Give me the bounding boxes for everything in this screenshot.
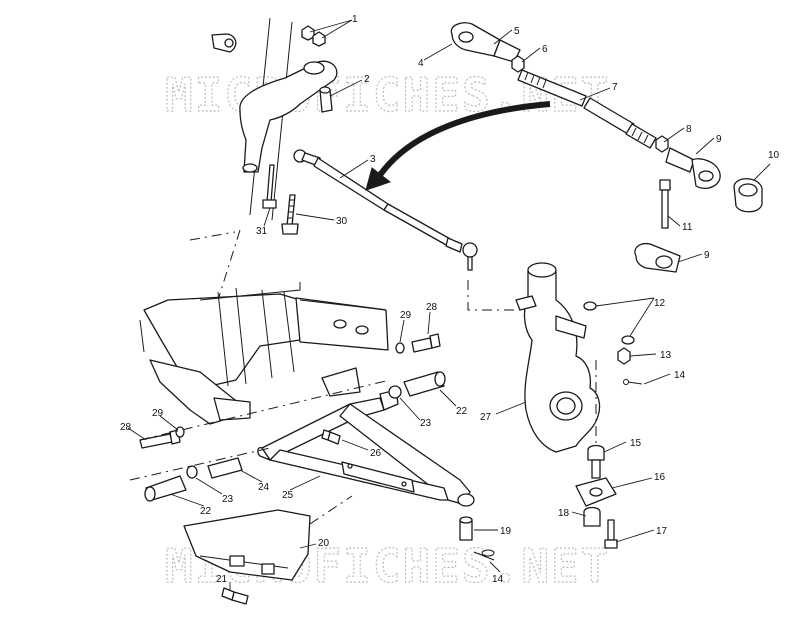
callout-5: 5 (514, 26, 520, 37)
callout-10: 10 (768, 150, 780, 161)
callout-16: 16 (654, 472, 666, 483)
callout-12: 12 (654, 298, 666, 309)
skid-plate-20 (183, 509, 311, 605)
assembly-direction-arrow (365, 101, 551, 191)
callout-20: 20 (318, 538, 330, 549)
spindle-knuckle-27 (467, 262, 643, 453)
frame-section (139, 282, 389, 425)
callout-labels: 1 2 3 4 5 6 7 8 9 10 9 11 12 13 14 27 30 (120, 14, 780, 590)
callout-8: 8 (686, 124, 692, 135)
callout-7: 7 (612, 82, 618, 93)
steering-post-assembly (189, 17, 338, 301)
callout-2: 2 (364, 74, 370, 85)
callout-30: 30 (336, 216, 348, 227)
callout-25: 25 (282, 490, 294, 501)
callout-31: 31 (256, 226, 268, 237)
a-arm-25 (257, 389, 475, 507)
watermark-top: MICROFICHES.NET (165, 68, 610, 122)
callout-17: 17 (656, 526, 668, 537)
callout-23-lower: 23 (222, 494, 234, 505)
callout-9: 9 (716, 134, 722, 145)
callout-27: 27 (480, 412, 492, 423)
bushings-and-bolts (129, 333, 495, 561)
callout-22-lower: 22 (200, 506, 212, 517)
callout-14-lower: 14 (492, 574, 504, 585)
callout-14-upper: 14 (674, 370, 686, 381)
adjuster-rod-assembly (450, 22, 763, 273)
callout-21: 21 (216, 574, 228, 585)
callout-15: 15 (630, 438, 642, 449)
callout-4: 4 (418, 58, 424, 69)
callout-1: 1 (352, 14, 358, 25)
callout-28-right: 28 (426, 302, 438, 313)
callout-29-right: 29 (400, 310, 412, 321)
callout-22-upper: 22 (456, 406, 468, 417)
callout-18: 18 (558, 508, 570, 519)
callout-24: 24 (258, 482, 270, 493)
callout-28-left: 28 (120, 422, 132, 433)
callout-26: 26 (370, 448, 382, 459)
callout-6: 6 (542, 44, 548, 55)
callout-11: 11 (682, 222, 693, 233)
ball-joint-assembly (575, 360, 618, 549)
callout-3: 3 (370, 154, 376, 165)
callout-9-lower: 9 (704, 250, 710, 261)
callout-13: 13 (660, 350, 672, 361)
tie-rod-3 (293, 149, 478, 271)
callout-29-left: 29 (152, 408, 164, 419)
callout-23-upper: 23 (420, 418, 432, 429)
callout-19: 19 (500, 526, 512, 537)
